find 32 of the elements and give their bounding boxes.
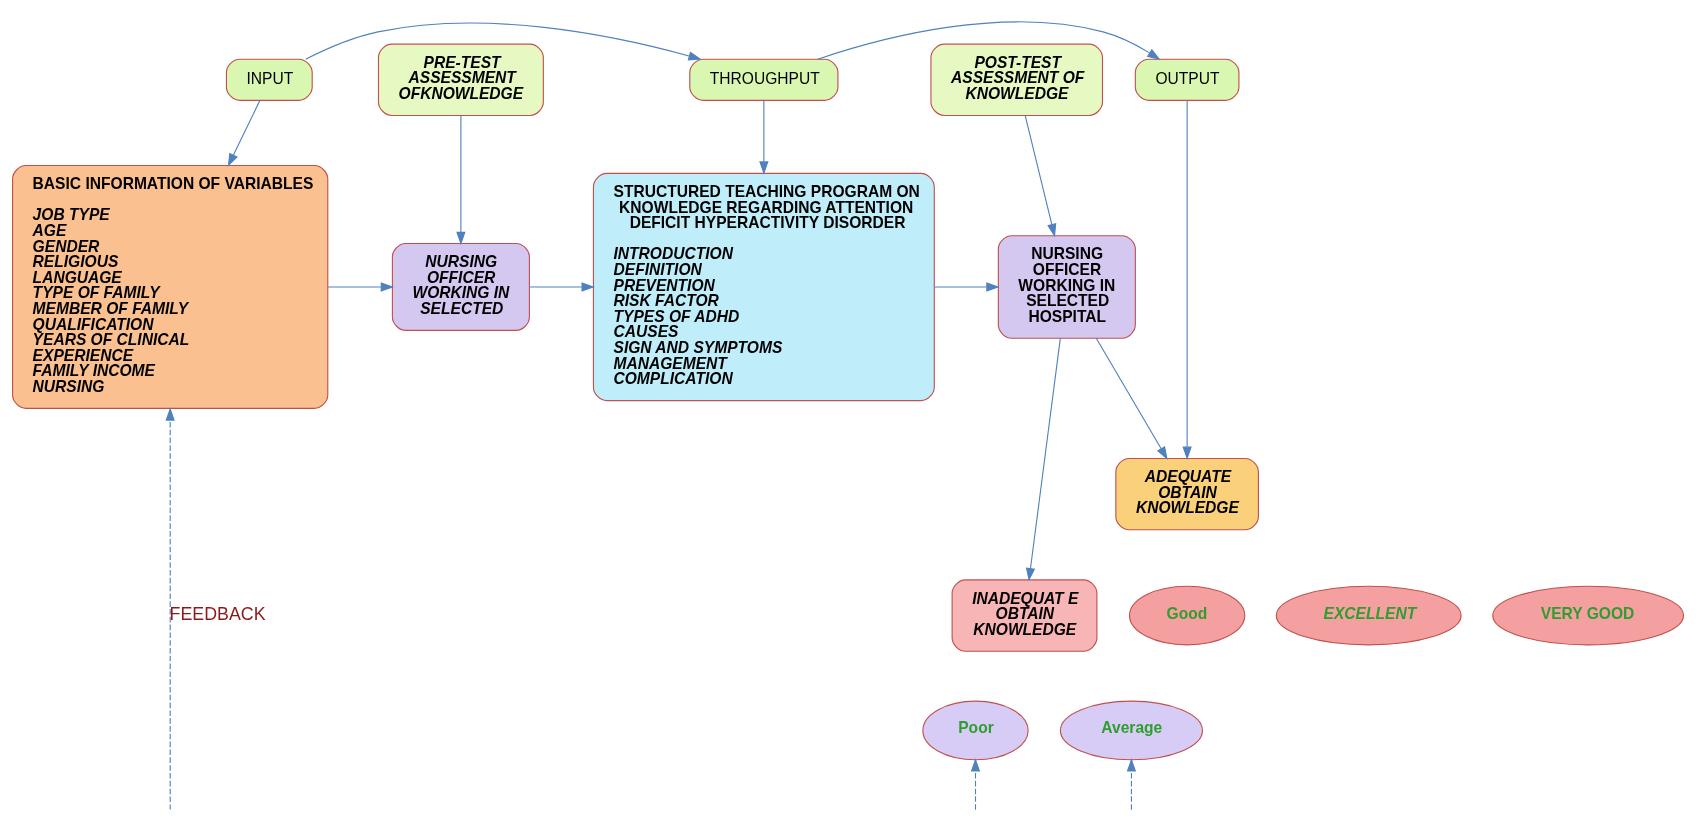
node-ellipse: EXCELLENT	[1275, 585, 1462, 646]
node-box: BASIC INFORMATION OF VARIABLES JOB TYPE AGE GENDER RELIGIOUS LANGUAGE TYPE OF FAMILY MEMBER OF FAMILY QUALIFICATION YEARS OF CLINICAL EXPERIENCE FAMILY INCOME NURSING	[12, 165, 329, 409]
node-box: PRE-TEST ASSESSMENT OFKNOWLEDGE	[377, 43, 544, 116]
arrow	[529, 282, 595, 292]
arrow	[165, 407, 175, 811]
node-box: INADEQUAT E OBTAIN KNOWLEDGE	[951, 579, 1098, 652]
node-ellipse: Poor	[922, 700, 1029, 761]
node-box: STRUCTURED TEACHING PROGRAM ON KNOWLEDGE REGARDING ATTENTION DEFICIT HYPERACTIVITY DISORDER INTRODUCTION DEFINITION PREVENTION RISK FACTOR TYPES OF ADHD CAUSES SIGN AND SYMPTOMS MANAGEMENT COMPLICATION	[592, 172, 935, 402]
arrow	[327, 282, 395, 292]
node-box: POST-TEST ASSESSMENT OF KNOWLEDGE	[930, 43, 1104, 116]
arrow	[970, 758, 981, 811]
node-box: ADEQUATE OBTAIN KNOWLEDGE	[1115, 457, 1259, 531]
arrow	[817, 21, 1161, 60]
node-ellipse: Average	[1059, 700, 1204, 761]
node-ellipse: Good	[1128, 585, 1246, 646]
node-box: OUTPUT	[1134, 58, 1240, 101]
arrow	[933, 282, 1000, 292]
arrow	[1095, 337, 1168, 460]
node-box: NURSING OFFICER WORKING IN SELECTED HOSPITAL	[997, 235, 1136, 339]
arrow	[1182, 100, 1192, 460]
arrow	[1126, 758, 1137, 811]
arrow	[759, 100, 769, 175]
node-box: NURSING OFFICER WORKING IN SELECTED	[391, 243, 530, 331]
arrow	[456, 115, 466, 246]
node-ellipse: VERY GOOD	[1492, 585, 1685, 646]
node-box: INPUT	[225, 58, 313, 101]
edge-label: FEEDBACK	[169, 603, 266, 624]
arrow	[227, 100, 261, 167]
arrow	[305, 22, 702, 61]
node-box: THROUGHPUT	[689, 58, 839, 101]
arrow	[1025, 337, 1061, 582]
arrow	[1024, 115, 1057, 238]
